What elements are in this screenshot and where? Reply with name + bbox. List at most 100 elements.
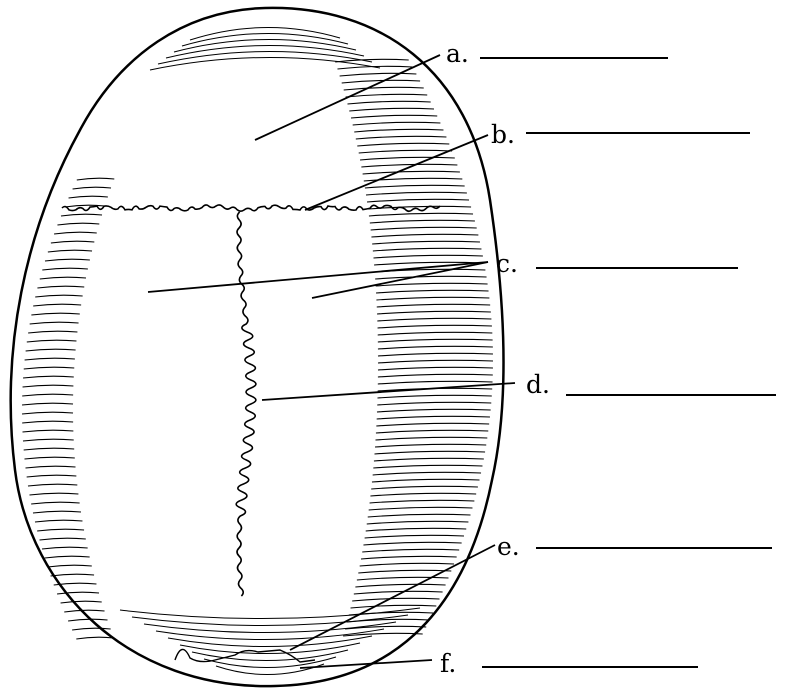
- shading-stroke: [369, 507, 473, 510]
- shading-stroke: [42, 268, 88, 270]
- shading-stroke: [24, 367, 75, 369]
- shading-stroke: [376, 423, 489, 426]
- shading-stroke: [356, 136, 447, 139]
- shading-stroke: [376, 290, 489, 293]
- shading-stroke: [369, 213, 473, 216]
- label-c: c.: [496, 249, 518, 278]
- shading-stroke: [23, 385, 74, 387]
- shading-stroke: [362, 549, 459, 552]
- shading-stroke: [37, 286, 84, 288]
- shading-stroke: [31, 502, 79, 504]
- shading-stroke: [27, 475, 77, 477]
- shading-stroke: [377, 409, 491, 412]
- shading-stroke: [358, 570, 451, 573]
- shading-stroke: [68, 619, 107, 621]
- shading-stroke: [366, 528, 467, 531]
- shading-stroke: [368, 514, 471, 517]
- shading-stroke: [370, 500, 475, 503]
- shading-stroke: [25, 466, 75, 468]
- shading-stroke: [374, 458, 484, 461]
- shading-stroke: [365, 535, 464, 538]
- shading-stroke: [349, 108, 434, 111]
- shading-stroke: [346, 94, 428, 97]
- shading-stroke: [72, 628, 111, 630]
- shading-stroke: [378, 353, 493, 356]
- shading-stroke: [377, 402, 491, 405]
- shading-stroke: [375, 437, 487, 440]
- shading-stroke: [33, 511, 81, 513]
- shading-stroke: [367, 521, 469, 524]
- shading-stroke: [347, 101, 430, 104]
- shading-stroke: [357, 143, 449, 146]
- shading-stroke: [377, 395, 491, 398]
- answer-blanks[interactable]: [480, 58, 776, 667]
- shading-stroke: [40, 538, 86, 540]
- shading-stroke: [376, 283, 488, 286]
- shading-stroke: [24, 448, 75, 450]
- shading-stroke: [378, 360, 493, 363]
- shading-stroke: [144, 622, 396, 633]
- sagittal-suture: [236, 212, 256, 596]
- shading-stroke: [33, 304, 81, 306]
- shading-stroke: [378, 325, 492, 328]
- shading-stroke: [31, 313, 79, 315]
- shading-stroke: [204, 657, 336, 668]
- shading-stroke: [45, 259, 90, 261]
- shading-stroke: [357, 577, 449, 580]
- shading-stroke: [352, 598, 439, 601]
- shading-stroke: [65, 205, 105, 207]
- shading-stroke: [77, 178, 115, 180]
- shading-stroke: [35, 520, 82, 522]
- shading-stroke: [23, 439, 74, 441]
- shading-stroke: [378, 374, 493, 377]
- shading-stroke: [351, 605, 437, 608]
- shading-stroke: [377, 318, 491, 321]
- shading-stroke: [375, 276, 486, 279]
- shading-stroke: [51, 241, 94, 243]
- shading-stroke: [48, 250, 92, 252]
- shading-stroke: [354, 129, 443, 132]
- shading-stroke: [360, 157, 455, 160]
- shading-stroke: [375, 444, 486, 447]
- shading-stroke: [132, 615, 408, 626]
- shading-stroke: [372, 241, 480, 244]
- shading-stroke: [344, 87, 424, 90]
- shading-stroke: [73, 187, 111, 189]
- shading-stroke: [40, 277, 86, 279]
- shading-stroke: [365, 185, 465, 188]
- shading-stroke: [76, 637, 114, 639]
- leader-line-b: [305, 135, 488, 210]
- shading-stroke: [30, 322, 79, 324]
- label-e: e.: [497, 532, 520, 561]
- shading-stroke: [378, 332, 493, 335]
- shading-stroke: [23, 430, 74, 432]
- shading-stroke: [24, 457, 74, 459]
- shading-stroke: [360, 563, 454, 566]
- shading-stroke: [22, 394, 73, 396]
- shading-stroke: [27, 340, 77, 342]
- shading-stroke: [48, 565, 92, 567]
- leader-line-e: [290, 545, 495, 650]
- skull-illustration: [11, 8, 504, 686]
- shading-stroke: [22, 412, 73, 414]
- shading-stroke: [372, 479, 480, 482]
- shading-stroke: [373, 255, 482, 258]
- shading-stroke: [370, 220, 475, 223]
- shading-stroke: [42, 547, 88, 549]
- label-d: d.: [526, 370, 550, 399]
- shading-stroke: [22, 403, 73, 405]
- shading-stroke: [378, 346, 493, 349]
- shading-stroke: [51, 574, 95, 576]
- shading-stroke: [367, 199, 469, 202]
- shading-stroke: [156, 629, 384, 640]
- shading-stroke: [69, 196, 108, 198]
- shading-stroke: [61, 214, 102, 216]
- shading-stroke: [22, 421, 73, 423]
- shading-stroke: [57, 592, 99, 594]
- shading-stroke: [359, 150, 452, 153]
- leader-line-c2: [312, 262, 488, 298]
- shading-stroke: [25, 358, 75, 360]
- shading-stroke: [363, 542, 461, 545]
- shading-stroke: [376, 297, 489, 300]
